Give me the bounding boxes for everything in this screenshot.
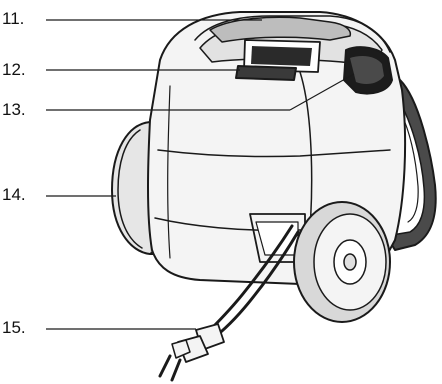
callout-label-11: 11.	[2, 9, 24, 28]
callout-label-13: 13.	[2, 100, 26, 119]
right-wheel	[294, 202, 390, 322]
callout-label-12: 12.	[2, 60, 26, 79]
power-plug	[160, 324, 224, 380]
vacuum-cleaner	[112, 12, 436, 380]
callout-label-14: 14.	[2, 185, 26, 204]
callout-label-15: 15.	[2, 318, 26, 337]
power-button	[344, 47, 392, 93]
